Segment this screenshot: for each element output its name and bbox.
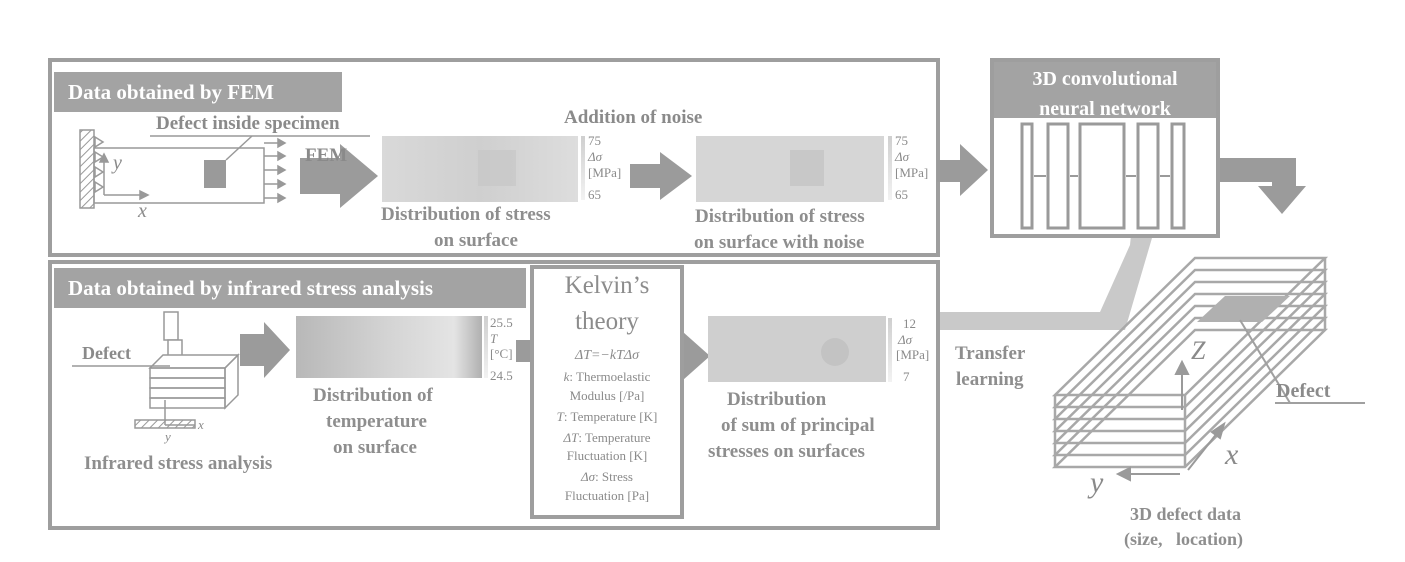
fem-axis-y: y bbox=[113, 152, 122, 174]
temp-scale-max: 25.5 bbox=[490, 315, 513, 330]
cnn-layers bbox=[1020, 122, 1186, 230]
infrared-setup-drawing bbox=[72, 311, 240, 429]
infrared-setup-caption: Infrared stress analysis bbox=[84, 453, 273, 474]
cnn-header bbox=[994, 62, 1216, 118]
transfer-label-2: learning bbox=[956, 369, 1024, 390]
fem-specimen-drawing bbox=[79, 129, 370, 209]
transfer-learning-arrow bbox=[940, 195, 1175, 330]
kelvin-in-arrow bbox=[516, 340, 530, 362]
kelvin-box bbox=[530, 265, 684, 519]
noise-scale-unit: [MPa] bbox=[895, 165, 929, 180]
stress-caption-1: Distribution of stress bbox=[381, 204, 551, 225]
temperature-colorbar bbox=[484, 316, 488, 378]
kelvin-def-ds-2: Fluctuation [Pa] bbox=[564, 488, 650, 503]
infrared-axis-x: x bbox=[198, 417, 204, 432]
3d-defect-block bbox=[1051, 256, 1329, 469]
kelvin-def-k-text: : Thermoelastic bbox=[569, 369, 651, 384]
kelvin-def-ds-sym: Δσ bbox=[581, 469, 596, 484]
noise-caption-1: Distribution of stress bbox=[695, 206, 865, 227]
fem-panel-frame bbox=[48, 58, 940, 257]
output-caption-2: (size, location) bbox=[1124, 529, 1243, 549]
transfer-label-1: Transfer bbox=[955, 343, 1026, 364]
temp-scale-unit: [°C] bbox=[490, 346, 513, 361]
kelvin-def-dT-2: Fluctuation [K] bbox=[566, 448, 648, 463]
temp-caption-2: temperature bbox=[326, 411, 427, 432]
temp-caption-3: on surface bbox=[333, 437, 417, 458]
output-caption-1: 3D defect data bbox=[1130, 504, 1241, 524]
temp-scale-sym: T bbox=[490, 331, 498, 346]
fem-defect-square bbox=[204, 160, 226, 188]
kelvin-def-ds: Δσ: Stress bbox=[534, 469, 680, 485]
kelvin-def-k-2: Modulus [/Pa] bbox=[569, 388, 645, 403]
kelvin-def-dT-sym: ΔT bbox=[563, 430, 579, 445]
stress-scale-unit: [MPa] bbox=[588, 165, 622, 180]
kelvin-def-T-text: : Temperature [K] bbox=[563, 409, 658, 424]
sum-scale-sym: Δσ bbox=[898, 332, 913, 347]
kelvin-def-T-sym: T bbox=[556, 409, 564, 424]
noisy-stress-colorbar bbox=[888, 136, 892, 200]
output-axis-x: x bbox=[1225, 438, 1239, 471]
kelvin-equation: ΔT=−kTΔσ bbox=[574, 348, 640, 363]
noise-scale-sym: Δσ bbox=[895, 149, 910, 164]
temperature-map-image bbox=[296, 316, 482, 378]
kelvin-def-k: k: Thermoelastic bbox=[534, 369, 680, 385]
sum-scale-max: 12 bbox=[903, 316, 916, 331]
sum-scale-min: 7 bbox=[903, 369, 910, 384]
kelvin-def-dT-text: : Temperature bbox=[578, 430, 651, 445]
stress-scale-max: 75 bbox=[588, 133, 601, 148]
noise-arrow bbox=[630, 152, 692, 200]
noise-caption-2: on surface with noise bbox=[694, 232, 865, 253]
kelvin-def-ds-text: : Stress bbox=[595, 469, 633, 484]
sum-caption-3: stresses on surfaces bbox=[708, 441, 865, 462]
cnn-title-1: 3D convolutional bbox=[1032, 68, 1178, 90]
stress-scale-min: 65 bbox=[588, 187, 601, 202]
infrared-panel-title: Data obtained by infrared stress analysi… bbox=[54, 268, 526, 308]
sum-scale-unit: [MPa] bbox=[896, 347, 930, 362]
output-axis-y: y bbox=[1090, 466, 1104, 499]
stress-colorbar bbox=[581, 136, 585, 200]
temp-scale-min: 24.5 bbox=[490, 368, 513, 383]
fem-axis-x: x bbox=[138, 200, 147, 222]
infrared-panel-frame bbox=[48, 260, 940, 530]
kelvin-title-1: Kelvin’s bbox=[564, 272, 650, 299]
sum-stress-map-image bbox=[708, 316, 886, 382]
kelvin-title-2: theory bbox=[575, 308, 639, 335]
cnn-output-arrow bbox=[1218, 158, 1306, 214]
kelvin-def-dT: ΔT: Temperature bbox=[534, 430, 680, 446]
infrared-defect-label: Defect bbox=[82, 343, 131, 363]
noise-scale-min: 65 bbox=[895, 187, 908, 202]
cnn-title-2: neural network bbox=[1039, 98, 1171, 120]
stress-scale-sym: Δσ bbox=[588, 149, 603, 164]
noise-label: Addition of noise bbox=[564, 107, 703, 128]
fem-defect-label: Defect inside specimen bbox=[156, 113, 340, 134]
kelvin-out-arrow bbox=[683, 332, 710, 380]
fem-panel-title: Data obtained by FEM bbox=[54, 72, 342, 112]
kelvin-def-T: T: Temperature [K] bbox=[534, 409, 680, 425]
noise-scale-max: 75 bbox=[895, 133, 908, 148]
infrared-axis-y: y bbox=[165, 429, 171, 444]
sum-stress-colorbar bbox=[888, 318, 892, 382]
stress-caption-2: on surface bbox=[434, 230, 518, 251]
infrared-arrow bbox=[240, 322, 290, 378]
output-axis-z: Z bbox=[1191, 336, 1206, 365]
to-cnn-arrow bbox=[937, 144, 988, 196]
defect-patch bbox=[1197, 296, 1290, 322]
temp-caption-1: Distribution of bbox=[313, 385, 433, 406]
fem-arrow-label: FEM bbox=[305, 145, 348, 166]
sum-caption-2: of sum of principal bbox=[721, 415, 875, 436]
fem-arrow bbox=[300, 144, 378, 208]
kelvin-def-k-sym: k bbox=[563, 369, 570, 384]
output-defect-label: Defect bbox=[1276, 380, 1331, 402]
sum-caption-1: Distribution bbox=[727, 389, 827, 410]
